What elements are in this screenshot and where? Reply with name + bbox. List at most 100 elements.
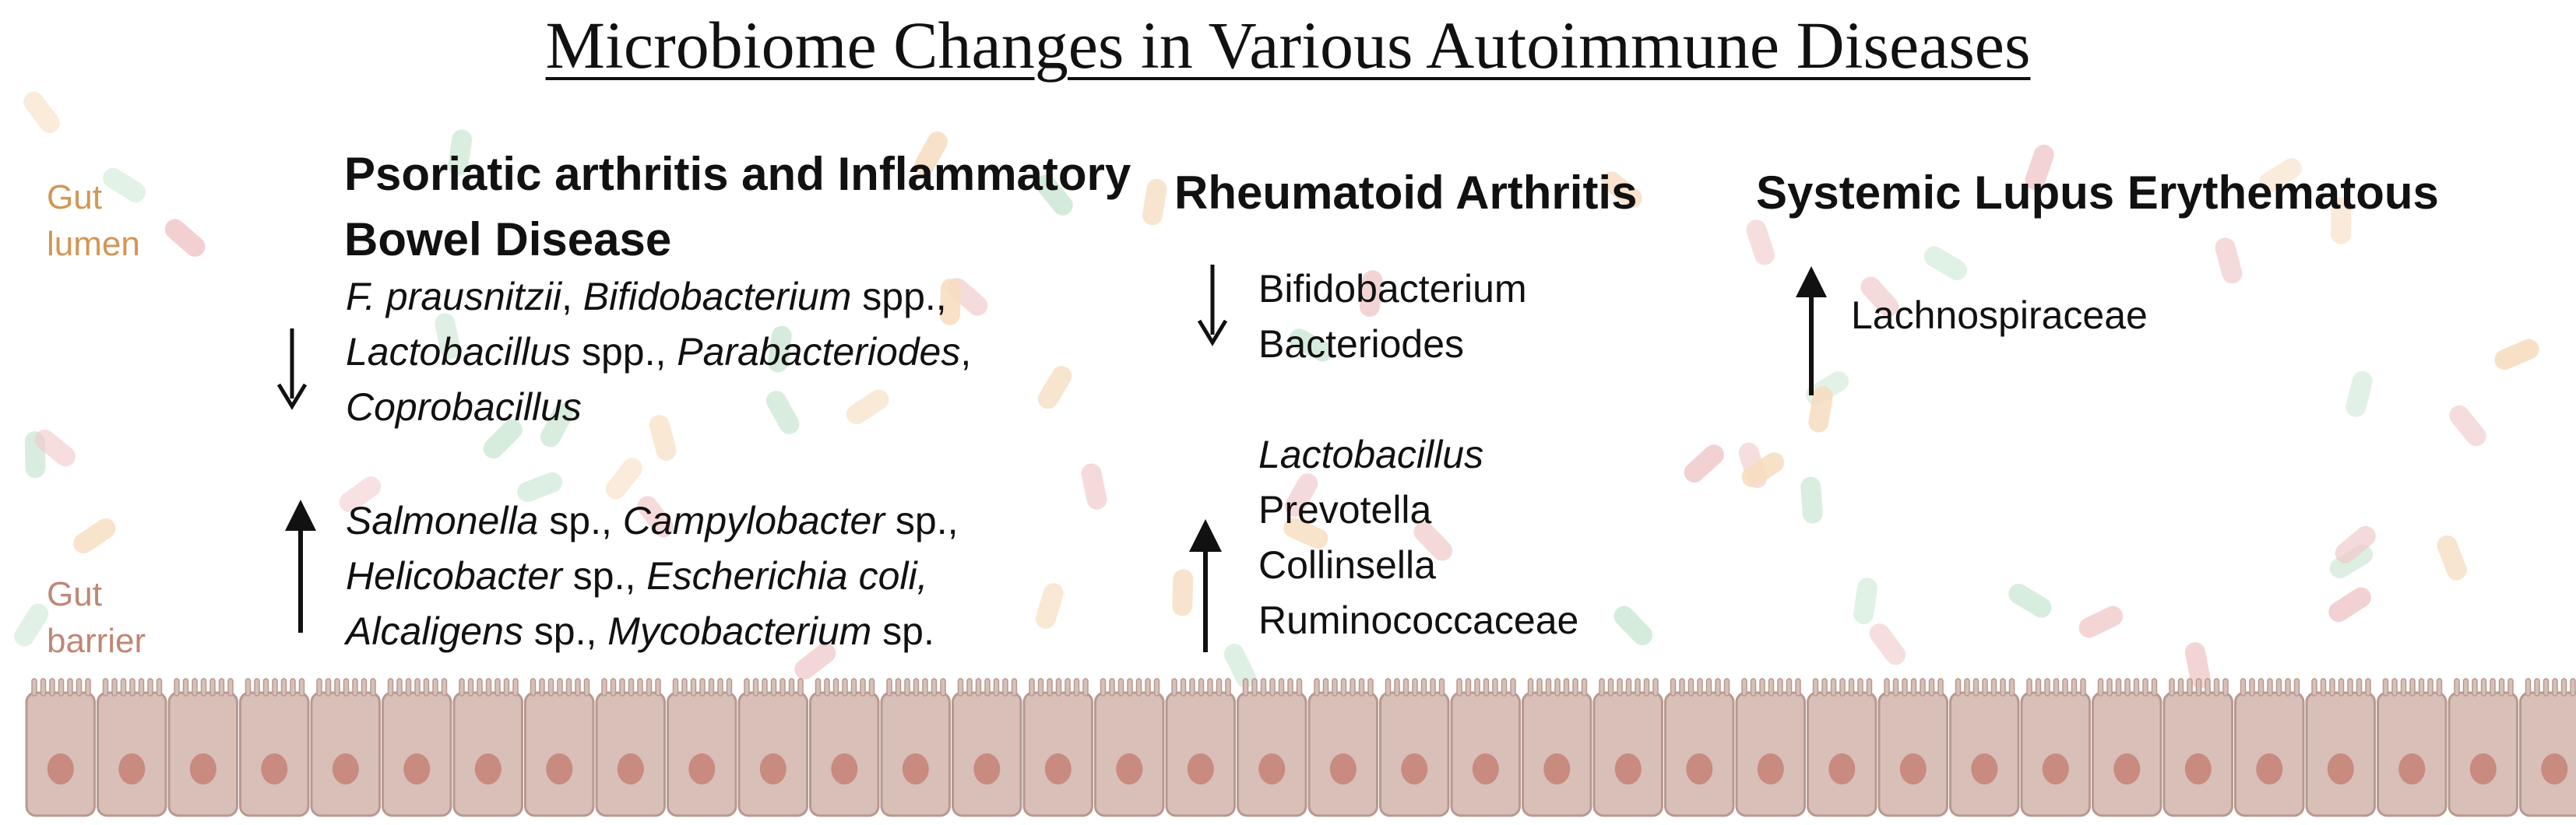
arrow-up-icon [1796,266,1827,395]
taxon-name: sp., [538,499,623,542]
taxon-name: Campylobacter [622,499,885,542]
epithelial-cell-icon [1807,678,1877,817]
bacterium-icon [1808,386,1833,433]
taxon-line: Bifidobacterium [1258,262,1527,317]
gut-barrier-label: Gut barrier [47,575,146,660]
taxon-name: spp., [851,275,947,318]
taxon-name: Mycobacterium [607,609,872,653]
taxon-name: F. prausnitzii [346,275,561,318]
bacterium-icon [1413,521,1453,561]
bacterium-icon [34,429,76,467]
taxon-line: F. prausnitzii, Bifidobacterium spp., [346,269,971,325]
taxon-line: Lactobacillus [1258,427,1578,483]
arrow-up-icon [285,500,316,633]
taxon-name: , [960,330,972,374]
epithelial-cell-icon [952,678,1022,817]
disease-heading-psa-ibd: Psoriatic arthritis and Inflammatory Bow… [344,148,1131,265]
bacterium-icon [2259,158,2302,193]
taxon-name: Prevotella [1258,488,1432,532]
bacterium-icon [1869,623,1906,665]
epithelial-cell-icon [1450,678,1521,817]
bacterium-icon [794,643,836,679]
epithelial-cell-icon [25,678,96,817]
taxon-line: Salmonella sp., Campylobacter sp., [346,493,959,549]
bacterium-icon [1289,328,1333,362]
taxon-line: Prevotella [1258,483,1578,538]
bacterium-icon [2008,584,2052,618]
epithelial-cell-icon [452,678,523,817]
bacterium-icon [2329,544,2373,579]
bacterium-icon [768,325,792,373]
epithelial-cell-icon [737,678,808,817]
bacterium-icon [103,167,146,202]
bacterium-icon [2215,237,2243,284]
taxon-line: Collinsella [1258,538,1578,593]
taxon-name: Bifidobacterium [582,275,852,318]
epithelial-cell-icon [1949,678,2020,817]
epithelial-cell-icon [382,678,452,817]
epithelial-cell-icon [239,678,310,817]
bacterium-icon [1359,270,1383,318]
taxon-line: Lachnospiraceae [1851,288,2148,343]
epithelial-cell-icon [880,678,951,817]
bacterium-icon [1800,476,1823,524]
bacterium-icon [2184,642,2211,689]
bacterium-icon [448,129,473,177]
taxon-name: sp., [561,554,647,598]
epithelial-cell-icon [667,678,737,817]
taxon-line: Lactobacillus spp., Parabacteriodes, [346,325,971,380]
bacterium-icon [2449,405,2486,447]
taxon-name: Coprobacillus [346,385,582,429]
bacterium-icon [483,420,523,459]
epithelial-cell-icon [1022,678,1093,817]
bacterium-icon [1684,444,1724,483]
bacterium-icon [517,472,563,502]
diagram-title: Microbiome Changes in Various Autoimmune… [545,8,2031,82]
epithelium-layer [25,678,2576,817]
taxon-name: Alcaligens [346,609,523,653]
epithelial-cell-icon [1307,678,1378,817]
bacteria-layer [14,91,2539,689]
taxon-line: Helicobacter sp., Escherichia coli, [346,549,959,604]
bacterium-icon [939,278,961,325]
bacterium-icon [2331,197,2352,244]
epithelial-cell-icon [2377,678,2448,817]
bacterium-icon [846,389,889,425]
bacterium-icon [1223,644,1256,688]
bacterium-icon [637,496,674,538]
taxon-name: Bifidobacterium [1258,267,1527,311]
taxon-name: , [561,275,583,318]
bacterium-icon [1741,452,1785,487]
bacterium-icon [1037,366,1072,409]
bacterium-icon [14,603,49,647]
taxon-name: Escherichia coli, [646,554,928,598]
bacterium-icon [2335,525,2376,563]
arrow-down-icon [1197,265,1228,346]
gut-lumen-label: Gut lumen [47,178,140,263]
bacterium-icon [914,132,948,175]
sle-increased-taxa: Lachnospiraceae [1851,288,2148,343]
epithelial-cell-icon [1237,678,1307,817]
arrow-up-icon [1189,519,1222,652]
bacterium-icon [2078,606,2124,638]
bacterium-icon [339,476,382,513]
taxon-name: sp., [523,609,608,653]
bacterium-icon [1746,219,1775,265]
epithelial-cell-icon [2519,678,2576,817]
taxon-name: Bacteriodes [1258,322,1465,366]
bacterium-icon [1081,463,1107,510]
bacterium-icon [1614,606,1653,646]
bacterium-icon [649,415,677,461]
epithelial-cell-icon [1165,678,1236,817]
epithelial-cell-icon [1877,678,1948,817]
epithelial-cell-icon [2163,678,2233,817]
bacterium-icon [765,391,800,434]
epithelial-cell-icon [1094,678,1165,817]
bacterium-icon [164,219,206,257]
psa-increased-taxa: Salmonella sp., Campylobacter sp.,Helico… [346,493,959,659]
taxon-name: spp., [571,330,677,374]
taxon-line: Coprobacillus [346,380,971,435]
